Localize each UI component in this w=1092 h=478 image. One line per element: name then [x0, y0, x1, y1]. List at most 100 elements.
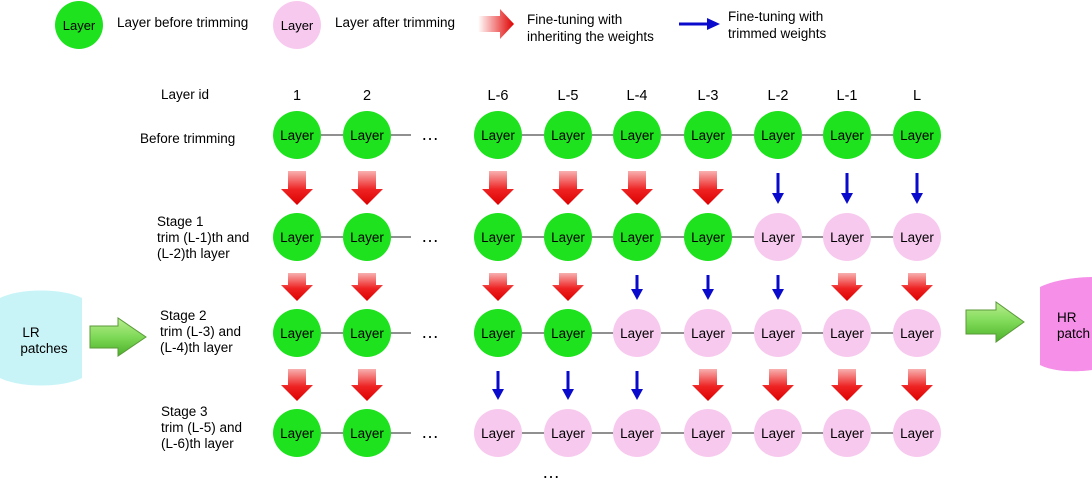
- layer-node-after: [823, 213, 871, 261]
- layer-node-before: [343, 111, 391, 159]
- hr-patches-label-line2: patch: [1057, 326, 1090, 341]
- layer-node-before: [613, 111, 661, 159]
- layer-node-after: [893, 213, 941, 261]
- layer-node-label: Layer: [350, 128, 384, 143]
- legend-trimmed-label-line1: Fine-tuning with: [728, 9, 823, 24]
- layer-node-label: Layer: [761, 128, 795, 143]
- inherit-weights-arrow: [831, 369, 863, 401]
- legend-inherit-label-line1: Fine-tuning with: [527, 12, 622, 27]
- layer-node-after: [823, 409, 871, 457]
- row-0-label-line1: Before trimming: [140, 131, 235, 146]
- layer-node-before: [343, 309, 391, 357]
- layer-node-label: Layer: [280, 128, 314, 143]
- row-1-label-line2: trim (L-1)th and: [157, 230, 249, 245]
- layer-node-before: [273, 213, 321, 261]
- layer-connectors: …………: [297, 124, 917, 442]
- inherit-weights-arrow: [351, 369, 383, 401]
- row-1-label-line1: Stage 1: [157, 214, 204, 229]
- layer-node-label: Layer: [350, 230, 384, 245]
- inherit-weights-arrow: [552, 171, 584, 205]
- inherit-weights-arrow: [482, 273, 514, 301]
- trimmed-weights-arrowhead: [631, 389, 643, 400]
- inherit-weights-arrow: [351, 171, 383, 205]
- layer-node-before: [474, 309, 522, 357]
- row-ellipsis: …: [421, 322, 439, 342]
- layer-node-label: Layer: [761, 230, 795, 245]
- trimmed-weights-arrowhead: [562, 389, 574, 400]
- inherit-weights-arrow: [351, 273, 383, 301]
- legend-after-node-label: Layer: [281, 18, 314, 33]
- row-3-label-line1: Stage 3: [161, 404, 208, 419]
- lr-patches-label-line1: LR: [22, 325, 40, 340]
- trimmed-weights-arrowhead: [841, 193, 853, 204]
- layer-node-label: Layer: [830, 326, 864, 341]
- layer-node-after: [893, 309, 941, 357]
- inherit-weights-arrow: [281, 273, 313, 301]
- legend-trimmed-arrowhead: [707, 18, 720, 30]
- layer-node-label: Layer: [551, 230, 585, 245]
- layer-node-before: [273, 409, 321, 457]
- legend-trimmed-label-line2: trimmed weights: [728, 26, 827, 41]
- inherit-weights-arrow: [901, 273, 933, 301]
- inherit-weights-arrow: [831, 273, 863, 301]
- layer-node-before: [474, 213, 522, 261]
- layer-node-label: Layer: [551, 128, 585, 143]
- layer-id-l-2: L-2: [768, 88, 789, 104]
- legend-after-label: Layer after trimming: [335, 15, 455, 30]
- layer-node-label: Layer: [620, 128, 654, 143]
- layer-node-label: Layer: [280, 426, 314, 441]
- lr-patches-cylinder: [0, 290, 82, 386]
- inherit-weights-arrow: [281, 171, 313, 205]
- layer-node-label: Layer: [900, 128, 934, 143]
- layer-id-heading: Layer id: [161, 87, 209, 102]
- layer-node-label: Layer: [551, 426, 585, 441]
- layer-id-1: 1: [293, 88, 301, 104]
- layer-node-label: Layer: [551, 326, 585, 341]
- trimmed-weights-arrowhead: [772, 193, 784, 204]
- layer-node-before: [684, 111, 732, 159]
- hr-patches-label-line1: HR: [1057, 310, 1077, 325]
- layer-node-after: [823, 309, 871, 357]
- row-2-label-line3: (L-4)th layer: [160, 340, 233, 355]
- legend-before-node-label: Layer: [63, 18, 96, 33]
- row-ellipsis: …: [421, 226, 439, 246]
- hr-patches: HR patch: [1040, 277, 1092, 372]
- layer-node-label: Layer: [620, 426, 654, 441]
- layer-node-label: Layer: [830, 230, 864, 245]
- hr-patches-cylinder: [1040, 277, 1092, 372]
- layer-node-label: Layer: [620, 326, 654, 341]
- output-flow-arrow: [965, 301, 1025, 343]
- layer-node-label: Layer: [280, 326, 314, 341]
- legend-inherit-arrow-icon: [478, 9, 514, 39]
- inherit-weights-arrow: [762, 369, 794, 401]
- layer-node-before: [343, 409, 391, 457]
- layer-node-label: Layer: [481, 326, 515, 341]
- inherit-weights-arrow: [482, 171, 514, 205]
- layer-node-after: [474, 409, 522, 457]
- layer-node-before: [754, 111, 802, 159]
- inherit-weights-arrow: [552, 273, 584, 301]
- layer-node-label: Layer: [691, 230, 725, 245]
- inherit-weights-arrow: [901, 369, 933, 401]
- trailing-ellipsis: …: [542, 462, 560, 478]
- layer-node-label: Layer: [350, 326, 384, 341]
- trimmed-weights-arrowhead: [772, 289, 784, 300]
- layer-node-label: Layer: [350, 426, 384, 441]
- row-ellipsis: …: [421, 124, 439, 144]
- layer-node-after: [613, 309, 661, 357]
- legend-inherit-label-line2: inheriting the weights: [527, 29, 654, 44]
- lr-patches: LR patches: [0, 290, 82, 386]
- trimmed-weights-arrowhead: [492, 389, 504, 400]
- layer-node-label: Layer: [481, 230, 515, 245]
- row-2-label-line1: Stage 2: [160, 308, 207, 323]
- layer-node-label: Layer: [481, 426, 515, 441]
- layer-node-after: [684, 409, 732, 457]
- trimmed-weights-arrowhead: [631, 289, 643, 300]
- legend-before-node: [55, 1, 103, 49]
- layer-node-after: [893, 409, 941, 457]
- trimmed-weights-arrowhead: [702, 289, 714, 300]
- layer-node-label: Layer: [900, 326, 934, 341]
- lr-patches-label-line2: patches: [20, 341, 68, 356]
